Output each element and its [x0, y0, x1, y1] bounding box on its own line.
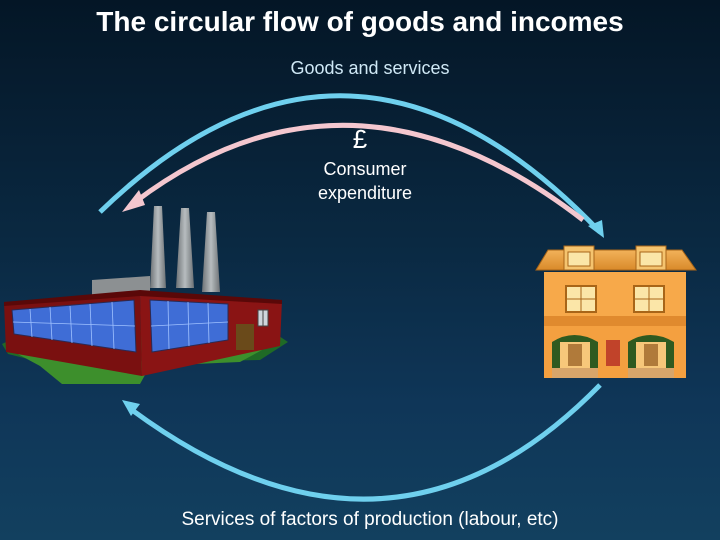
- house-illustration: [535, 245, 697, 378]
- factor-services-label: Services of factors of production (labou…: [181, 509, 559, 530]
- goods-and-services-label: Goods and services: [290, 58, 450, 78]
- slide-title: The circular flow of goods and incomes: [96, 6, 624, 37]
- factor-services-arrow: [122, 383, 602, 502]
- factory-illustration: [2, 206, 288, 384]
- pound-symbol: £: [352, 124, 368, 154]
- goods-and-services-arrow: [98, 93, 604, 238]
- consumer-expenditure-arrow: [122, 122, 585, 222]
- consumer-expenditure-label: Consumer expenditure: [317, 159, 413, 203]
